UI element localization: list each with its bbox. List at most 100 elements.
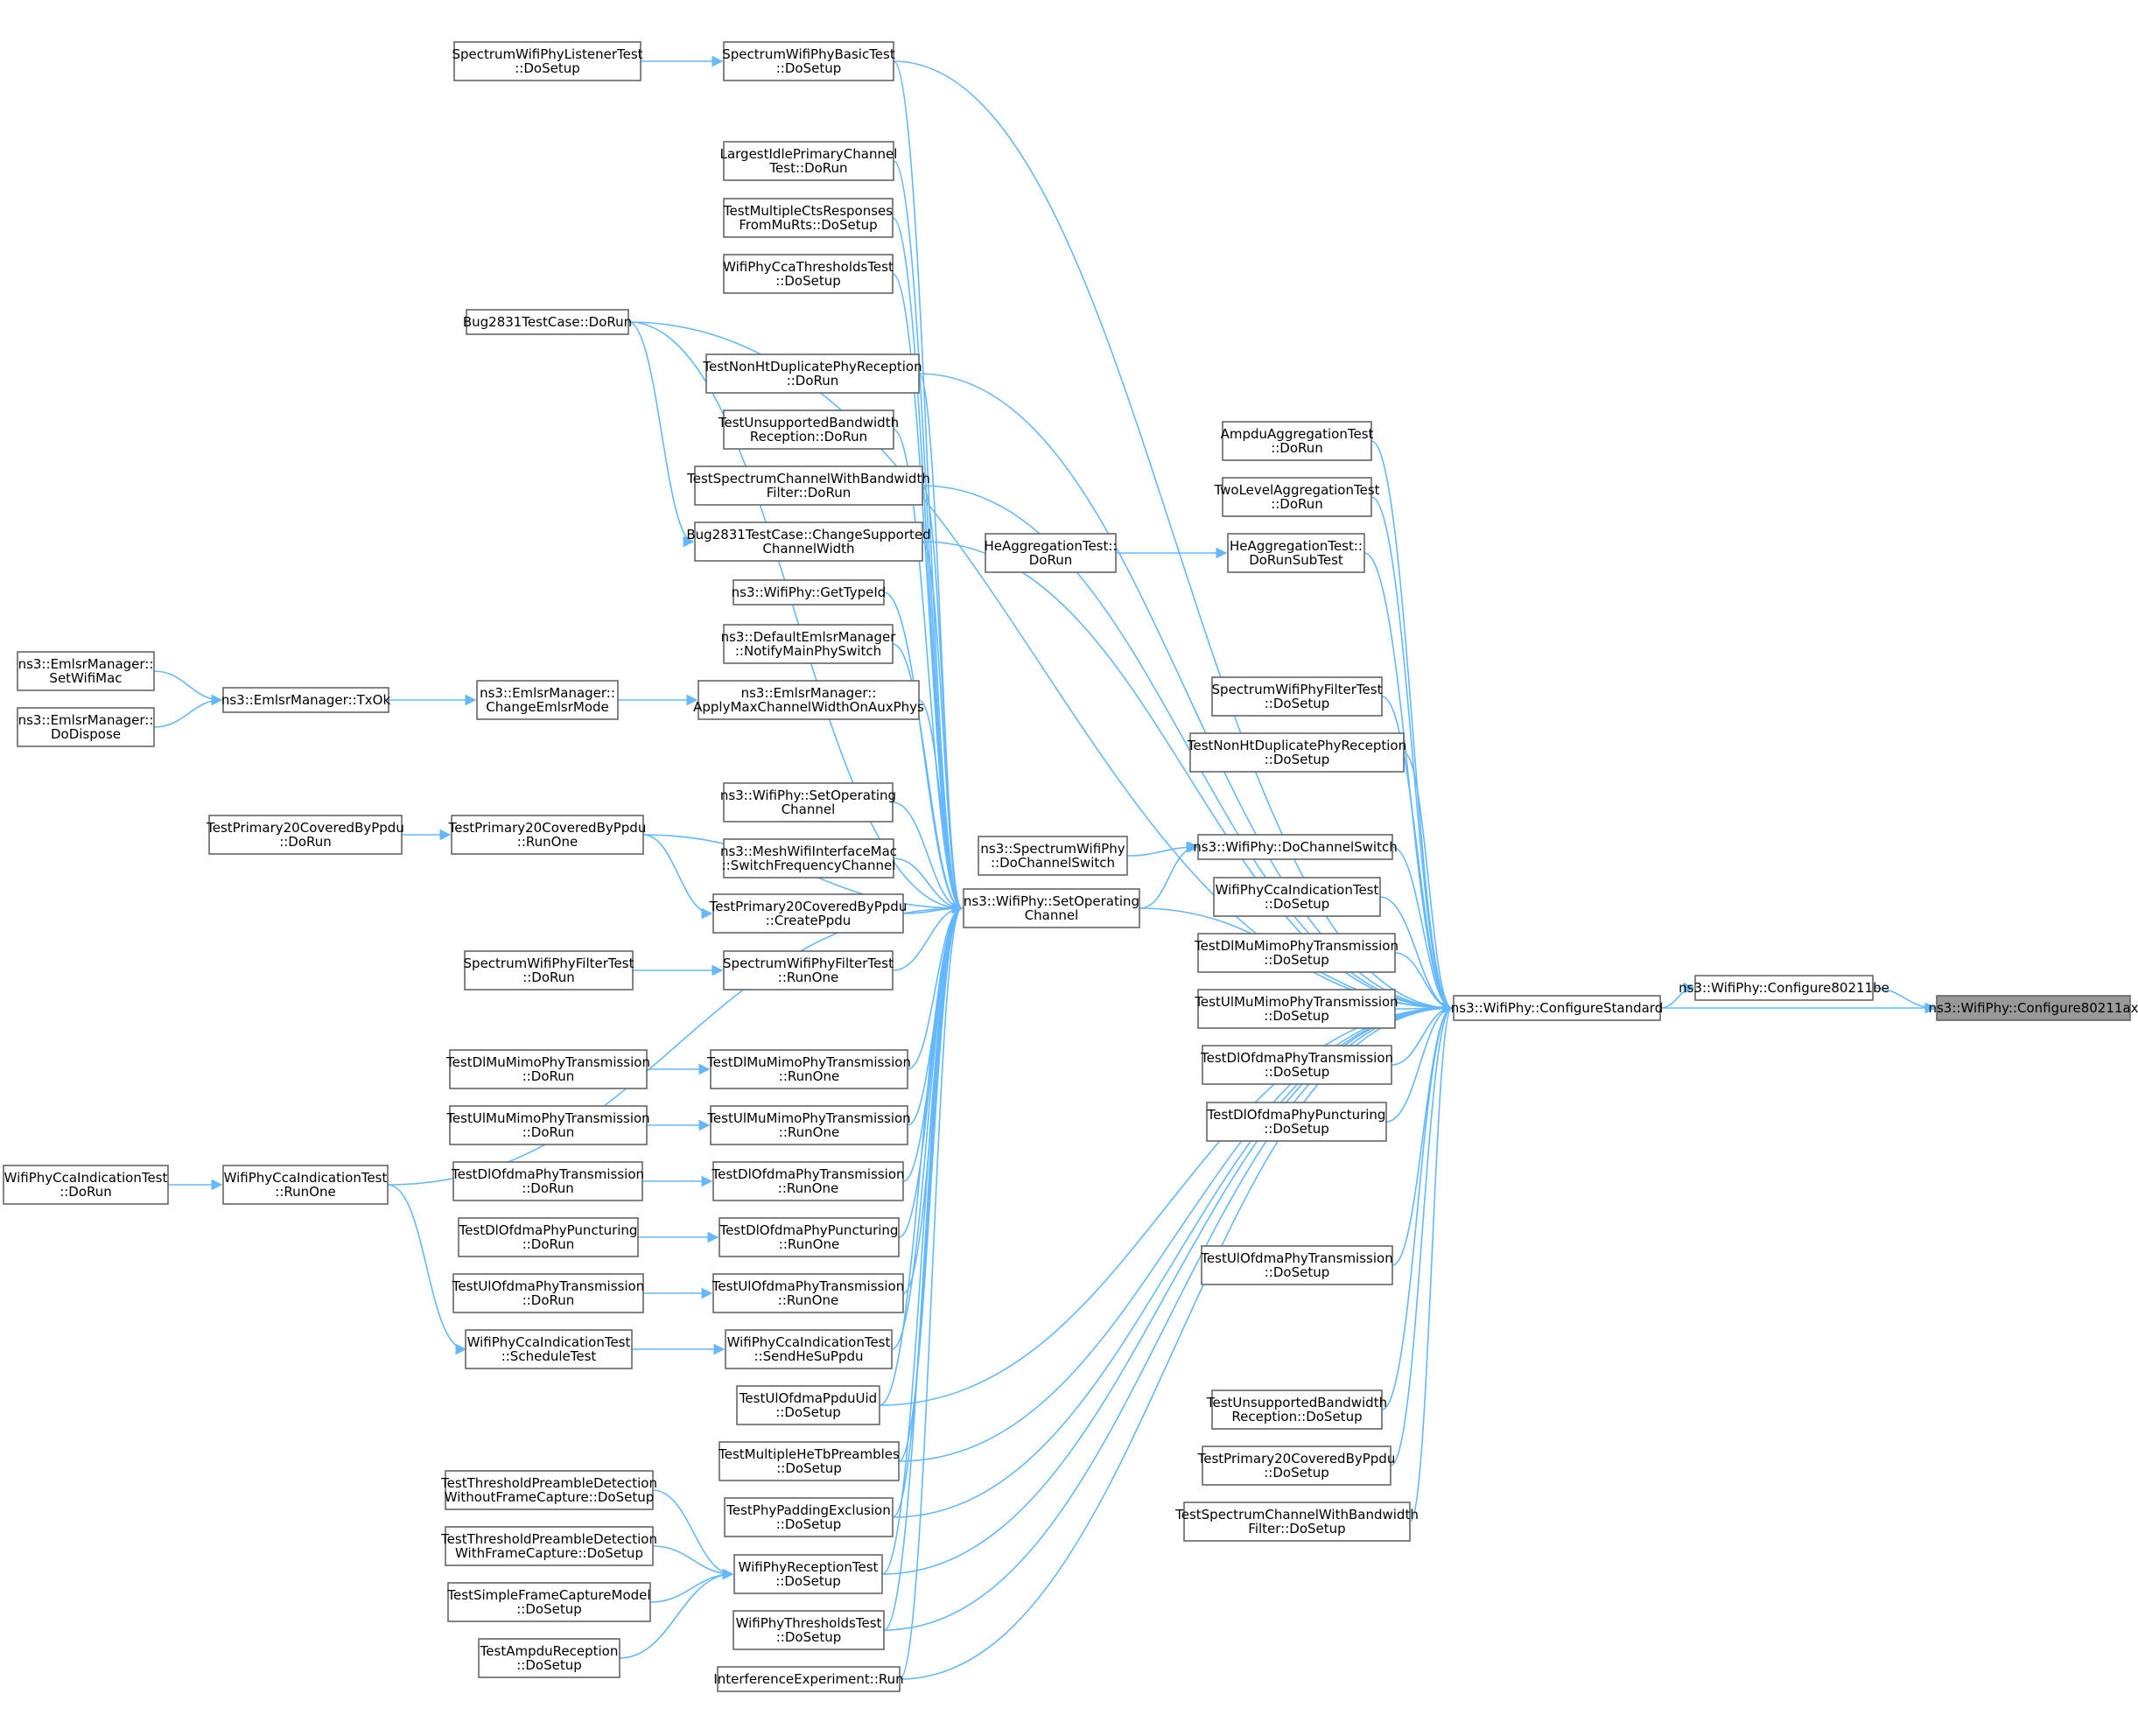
graph-node[interactable]: Bug2831TestCase::DoRun [463,309,632,335]
graph-node[interactable]: TestUlOfdmaPhyTransmission::DoSetup [1200,1245,1393,1285]
graph-node[interactable]: TestDlOfdmaPhyPuncturing::DoSetup [1206,1102,1387,1142]
node-box[interactable] [723,410,894,450]
node-box[interactable] [465,1329,633,1369]
graph-node[interactable]: ns3::WifiPhy::ConfigureStandard [1451,995,1663,1021]
node-box[interactable] [478,1638,620,1678]
node-box[interactable] [222,687,389,713]
node-box[interactable] [978,836,1128,876]
node-box[interactable] [1227,533,1365,573]
node-box[interactable] [717,1666,901,1692]
graph-node[interactable]: HeAggregationTest::DoRun [985,533,1118,573]
node-box[interactable] [724,1497,894,1537]
node-box[interactable] [1211,1390,1383,1430]
node-box[interactable] [1206,1102,1387,1142]
graph-node[interactable]: WifiPhyCcaThresholdsTest::DoSetup [723,254,894,294]
graph-node[interactable]: TestPhyPaddingExclusion::DoSetup [724,1497,894,1537]
node-box[interactable] [985,533,1117,573]
graph-node[interactable]: SpectrumWifiPhyListenerTest::DoSetup [452,41,643,81]
node-box[interactable] [1694,975,1874,1001]
node-box[interactable] [723,950,894,990]
graph-node[interactable]: TestPrimary20CoveredByPpdu::DoSetup [1197,1446,1396,1486]
node-box[interactable] [466,309,629,335]
node-box[interactable] [723,624,894,664]
node-box[interactable] [733,1610,885,1650]
graph-node[interactable]: TestSpectrumChannelWithBandwidthFilter::… [686,466,930,506]
graph-node[interactable]: SpectrumWifiPhyFilterTest::DoSetup [1211,676,1383,717]
graph-node[interactable]: TestDlMuMimoPhyTransmission::DoRun [445,1049,650,1089]
graph-node[interactable]: ns3::MeshWifiInterfaceMac::SwitchFrequen… [720,838,897,878]
node-box[interactable] [736,1385,880,1425]
node-box[interactable] [710,1105,908,1145]
node-box[interactable] [725,1329,893,1369]
node-box[interactable] [1189,732,1405,773]
node-box[interactable] [1213,877,1381,917]
graph-node[interactable]: InterferenceExperiment::Run [713,1666,904,1692]
graph-node[interactable]: TestThresholdPreambleDetectionWithFrameC… [440,1526,657,1566]
graph-node[interactable]: ns3::EmlsrManager::TxOk [221,687,391,713]
graph-node[interactable]: SpectrumWifiPhyFilterTest::DoRun [464,950,634,990]
graph-node[interactable]: TestDlOfdmaPhyTransmission::RunOne [711,1161,905,1201]
graph-node[interactable]: ns3::EmlsrManager::ChangeEmlsrMode [476,680,619,720]
graph-node[interactable]: TestUlOfdmaPhyTransmission::DoRun [452,1273,644,1313]
node-box[interactable] [1222,421,1372,461]
node-box[interactable] [733,1554,883,1594]
graph-node[interactable]: TestDlMuMimoPhyTransmission::RunOne [706,1049,911,1089]
graph-node[interactable]: HeAggregationTest::DoRunSubTest [1227,533,1365,573]
graph-node[interactable]: TestNonHtDuplicatePhyReception::DoRun [702,354,922,394]
graph-node[interactable]: WifiPhyCcaIndicationTest::DoSetup [1213,877,1381,917]
node-box[interactable] [1183,1502,1411,1542]
graph-node[interactable]: TestDlOfdmaPhyPuncturing::DoRun [458,1217,639,1257]
graph-node[interactable]: ns3::EmlsrManager::DoDispose [17,707,155,747]
node-box[interactable] [712,893,904,934]
graph-node[interactable]: Bug2831TestCase::ChangeSupportedChannelW… [686,522,931,562]
graph-node[interactable]: WifiPhyCcaIndicationTest::RunOne [222,1165,389,1205]
graph-node[interactable]: ns3::SpectrumWifiPhy::DoChannelSwitch [978,836,1128,876]
node-box[interactable] [17,651,155,691]
graph-node[interactable]: WifiPhyCcaIndicationTest::DoRun [3,1165,169,1205]
graph-node[interactable]: ns3::EmlsrManager::ApplyMaxChannelWidthO… [693,680,924,720]
graph-node[interactable]: TestUnsupportedBandwidthReception::DoSet… [1206,1390,1387,1430]
graph-node[interactable]: TestPrimary20CoveredByPpdu::RunOne [448,815,647,855]
node-box[interactable] [1211,676,1383,717]
graph-node[interactable]: WifiPhyCcaIndicationTest::SendHeSuPpdu [725,1329,893,1369]
node-box[interactable] [208,815,403,855]
node-box[interactable] [1202,1446,1391,1486]
node-box[interactable] [449,1049,648,1089]
graph-node[interactable]: TestMultipleHeTbPreambles::DoSetup [718,1441,900,1481]
graph-node[interactable]: WifiPhyReceptionTest::DoSetup [733,1554,883,1594]
graph-node[interactable]: TestUlMuMimoPhyTransmission::RunOne [706,1105,911,1145]
node-box[interactable] [719,1217,900,1257]
node-box[interactable] [712,1161,904,1201]
graph-node[interactable]: TestUlMuMimoPhyTransmission::DoSetup [1194,989,1398,1029]
node-box[interactable] [1201,1245,1393,1285]
graph-node[interactable]: ns3::EmlsrManager::SetWifiMac [17,651,155,691]
graph-node[interactable]: TestDlOfdmaPhyPuncturing::RunOne [719,1217,900,1257]
graph-node[interactable]: TestSpectrumChannelWithBandwidthFilter::… [1174,1502,1419,1542]
node-box[interactable] [449,1105,648,1145]
graph-node[interactable]: ns3::WifiPhy::Configure80211be [1679,975,1889,1001]
node-box[interactable] [222,1165,389,1205]
node-box[interactable] [719,1441,900,1481]
root-node-box[interactable] [1936,995,2131,1021]
graph-node[interactable]: SpectrumWifiPhyBasicTest::DoSetup [722,41,895,81]
node-box[interactable] [1222,477,1372,517]
node-box[interactable] [723,141,894,181]
graph-node[interactable]: WifiPhyCcaIndicationTest::ScheduleTest [465,1329,633,1369]
node-box[interactable] [723,254,894,294]
graph-node[interactable]: ns3::WifiPhy::GetTypeId [732,579,887,606]
node-box[interactable] [723,198,894,238]
node-box[interactable] [710,1049,908,1089]
node-box[interactable] [1197,989,1396,1029]
node-box[interactable] [705,354,920,394]
node-box[interactable] [445,1470,654,1510]
node-box[interactable] [963,888,1140,928]
graph-node[interactable]: TestUlOfdmaPhyTransmission::RunOne [711,1273,904,1313]
graph-node[interactable]: ns3::DefaultEmlsrManager::NotifyMainPhyS… [721,624,897,664]
node-box[interactable] [452,1273,644,1313]
node-box[interactable] [458,1217,639,1257]
graph-node[interactable]: ns3::WifiPhy::DoChannelSwitch [1193,834,1398,860]
graph-node[interactable]: TestNonHtDuplicatePhyReception::DoSetup [1187,732,1406,773]
